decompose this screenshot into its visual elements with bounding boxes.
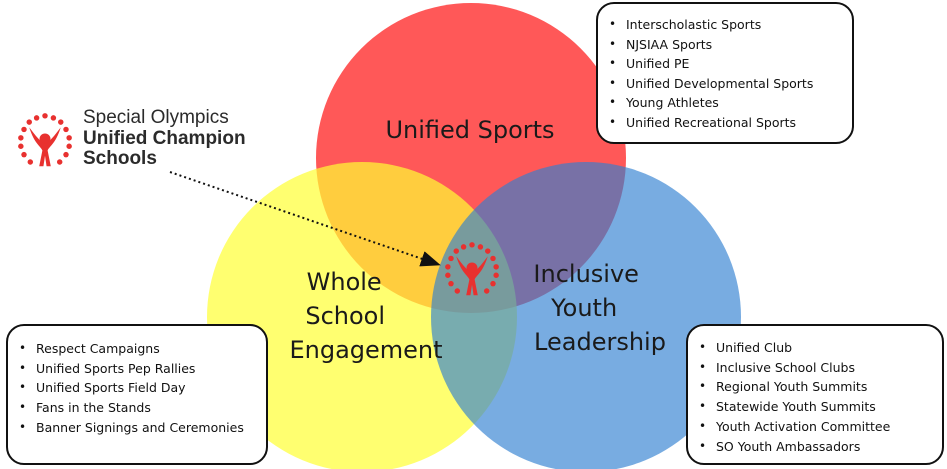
whole-school-engagement-list: Respect Campaigns Unified Sports Pep Ral…: [8, 339, 266, 438]
list-item: Unified Club: [688, 338, 942, 358]
list-item: Young Athletes: [598, 93, 852, 113]
circle-whole-school-engagement: [207, 162, 517, 469]
list-item: Unified PE: [598, 54, 852, 74]
special-olympics-unified-champion-schools-logo: Special Olympics Unified Champion School…: [16, 108, 256, 170]
inclusive-youth-leadership-list: Unified Club Inclusive School Clubs Regi…: [688, 338, 942, 456]
circle-label-unified-sports: Unified Sports: [385, 116, 554, 144]
list-item: NJSIAA Sports: [598, 35, 852, 55]
list-item: Unified Developmental Sports: [598, 74, 852, 94]
list-item: Unified Recreational Sports: [598, 113, 852, 133]
circle-label-inclusive-youth-leadership: Inclusive Youth Leadership: [533, 260, 666, 356]
list-item: Unified Sports Pep Rallies: [8, 359, 266, 379]
circle-inclusive-youth-leadership: [431, 162, 741, 469]
logo-text-unified-champion: Unified Champion: [83, 128, 246, 149]
list-item: SO Youth Ambassadors: [688, 437, 942, 457]
list-item: Fans in the Stands: [8, 398, 266, 418]
whole-school-engagement-list-box: Respect Campaigns Unified Sports Pep Ral…: [6, 324, 268, 465]
list-item: Statewide Youth Summits: [688, 397, 942, 417]
unified-sports-list-box: Interscholastic Sports NJSIAA Sports Uni…: [596, 2, 854, 144]
logo-text-schools: Schools: [83, 148, 157, 169]
list-item: Banner Signings and Ceremonies: [8, 418, 266, 438]
circle-label-whole-school-engagement: Whole School Engagement: [289, 268, 442, 364]
logo-text-special-olympics: Special Olympics: [83, 107, 229, 128]
dotted-arrow-connector: [169, 171, 441, 267]
list-item: Respect Campaigns: [8, 339, 266, 359]
list-item: Unified Sports Field Day: [8, 378, 266, 398]
inclusive-youth-leadership-list-box: Unified Club Inclusive School Clubs Regi…: [686, 324, 944, 465]
unified-sports-list: Interscholastic Sports NJSIAA Sports Uni…: [598, 15, 852, 133]
list-item: Youth Activation Committee: [688, 417, 942, 437]
list-item: Inclusive School Clubs: [688, 358, 942, 378]
special-olympics-figure-icon: [18, 113, 72, 167]
list-item: Interscholastic Sports: [598, 15, 852, 35]
list-item: Regional Youth Summits: [688, 377, 942, 397]
